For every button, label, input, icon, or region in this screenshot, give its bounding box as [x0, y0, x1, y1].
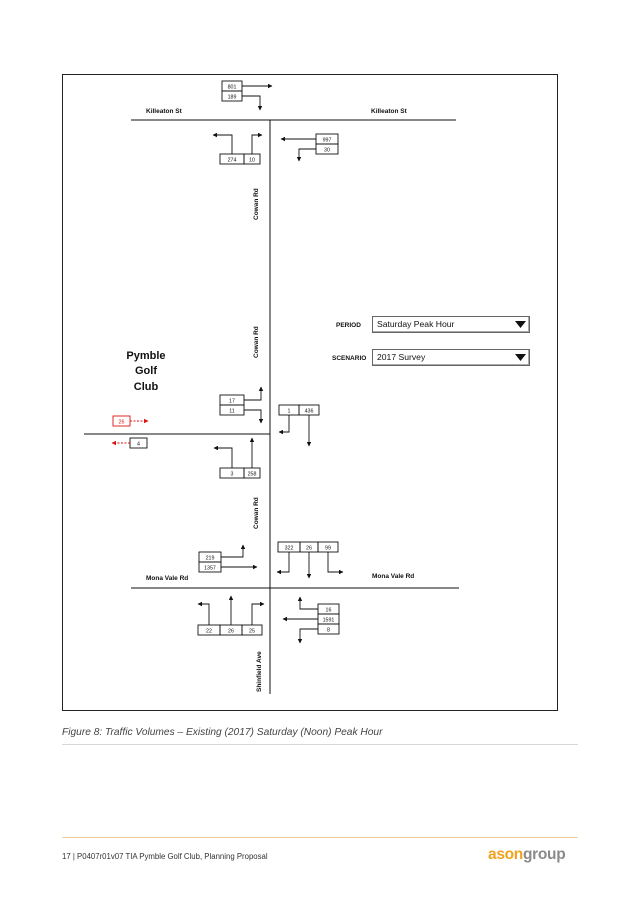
company-logo: asongroup: [488, 846, 566, 864]
logo-part-b: group: [522, 846, 566, 863]
caption-divider: [62, 744, 578, 745]
period-label: PERIOD: [336, 322, 361, 329]
scenario-select-value: 2017 Survey: [377, 352, 426, 362]
figure-frame: [62, 74, 558, 711]
footer-text: 17 | P0407r01v07 TIA Pymble Golf Club, P…: [62, 852, 268, 861]
logo-part-a: ason: [488, 846, 523, 863]
period-select-value: Saturday Peak Hour: [377, 319, 455, 329]
chevron-down-icon[interactable]: [514, 352, 527, 363]
scenario-select[interactable]: 2017 Survey: [372, 349, 530, 366]
chevron-down-icon[interactable]: [514, 319, 527, 330]
period-select[interactable]: Saturday Peak Hour: [372, 316, 530, 333]
scenario-label: SCENARIO: [332, 355, 367, 362]
figure-caption: Figure 8: Traffic Volumes – Existing (20…: [62, 727, 383, 738]
footer-divider: [62, 837, 578, 838]
